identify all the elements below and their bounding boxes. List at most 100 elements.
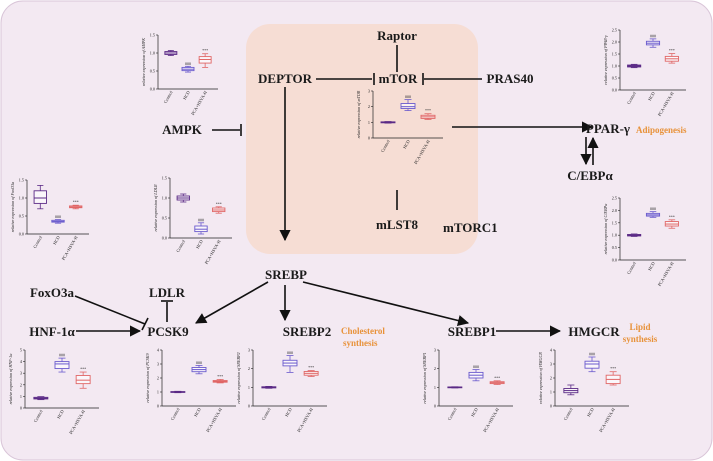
significance-marker: ### [650,206,656,211]
node-hnf: HNF-1α [29,324,75,339]
y-tick-label: 1 [20,394,22,399]
significance-marker: ### [196,360,202,365]
y-axis-label: relative expression of mTOR [356,90,361,138]
edge-srebp-to-pcsk9 [195,281,269,324]
y-tick-label: 0 [157,404,159,409]
node-cebp: C/EBPα [567,168,613,183]
node-deptor: DEPTOR [258,71,313,86]
y-axis-label: relative expression of PPAR-γ [603,35,608,85]
significance-marker: ### [59,353,65,358]
significance-marker: ### [650,33,656,38]
box [400,103,416,109]
y-tick-label: 2.0 [612,208,617,213]
y-tick-label: 3 [20,371,22,376]
node-pras40: PRAS40 [487,71,534,86]
y-tick-label: 1.0 [612,64,617,69]
y-tick-label: 2 [20,382,22,387]
x-category-label: HCD [647,91,656,102]
node-ldlr: LDLR [149,285,186,300]
y-tick-label: 1.5 [612,52,617,57]
y-tick-label: 0 [368,136,370,141]
y-tick-label: 2 [550,376,552,381]
x-category-label: Control [447,406,458,421]
y-tick-label: 0.5 [162,216,167,221]
y-tick-label: 1.5 [150,33,155,38]
node-hmgcr: HMGCR [568,324,620,339]
y-tick-label: 1.5 [19,178,24,183]
y-tick-label: 1 [434,385,436,390]
y-tick-label: 1.5 [612,220,617,225]
significance-marker: *** [669,48,675,53]
y-tick-label: 1 [368,120,370,125]
significance-marker: ### [589,352,595,357]
significance-marker: ### [405,94,411,99]
x-category-label: HCD [284,407,293,418]
y-tick-label: 2.0 [612,40,617,45]
y-tick-label: 0.5 [612,245,617,250]
y-tick-label: 3 [550,362,552,367]
box [33,190,47,204]
y-tick-label: 0.5 [19,214,24,219]
x-category-label: HCD [195,239,204,250]
y-axis-label: relative expression of C/EBPα [603,203,608,254]
nodes: Raptor DEPTOR mTOR PRAS40 mLST8 mTORC1 A… [29,28,687,348]
y-tick-label: 0.0 [150,87,155,92]
significance-marker: *** [80,367,86,372]
node-raptor: Raptor [377,28,417,43]
significance-marker: *** [610,366,616,371]
significance-marker: *** [669,214,675,219]
node-srebp2: SREBP2 [283,324,331,339]
node-ampk: AMPK [162,122,203,137]
y-tick-label: 4 [157,348,160,353]
y-axis-label: relative expression of SREBP2 [236,352,241,403]
y-tick-label: 1.0 [162,196,167,201]
significance-marker: ### [473,364,479,369]
y-tick-label: 2.5 [612,28,617,33]
y-tick-label: 1 [248,385,250,390]
x-category-label: HCD [182,90,191,101]
y-tick-label: 0.0 [612,258,617,263]
y-tick-label: 1.0 [612,233,617,238]
y-tick-label: 0 [434,404,436,409]
significance-marker: ### [198,217,204,222]
edges [74,45,599,337]
node-ppar: PPAR-γ [586,121,630,136]
y-tick-label: 2 [368,104,370,109]
x-category-label: Control [170,406,181,421]
x-category-label: Control [380,138,391,153]
significance-marker: *** [202,48,208,53]
x-category-label: HCD [586,407,595,418]
significance-marker: ### [185,61,191,66]
y-tick-label: 2 [248,366,250,371]
x-category-label: Control [626,260,637,275]
significance-marker: *** [216,201,222,206]
x-category-label: Control [175,238,186,253]
mtorc1-complex-box [246,24,478,254]
y-tick-label: 0.0 [612,88,617,93]
y-tick-label: 0 [248,404,250,409]
node-srebp: SREBP [265,267,307,282]
annotation-cholesterol-line1: Cholesterol [341,326,385,336]
box [54,361,70,370]
x-category-label: HCD [52,235,61,246]
significance-marker: *** [217,374,223,379]
y-tick-label: 3 [248,348,250,353]
y-tick-label: 1 [550,390,552,395]
y-tick-label: 0 [550,404,552,409]
significance-marker: *** [308,365,314,370]
x-category-label: HCD [470,407,479,418]
y-tick-label: 4 [20,359,23,364]
x-category-label: Control [33,408,44,423]
y-tick-label: 1.5 [162,176,167,181]
significance-marker: ### [287,350,293,355]
x-category-label: Control [626,90,637,105]
significance-marker: *** [73,200,79,205]
y-tick-label: 4 [550,348,553,353]
node-pcsk9: PCSK9 [147,324,189,339]
edge-foxo3a-inhibits-pcsk9 [74,295,146,325]
y-axis-label: relative expression of SREBP1 [422,352,427,403]
node-mtor: mTOR [379,71,418,86]
